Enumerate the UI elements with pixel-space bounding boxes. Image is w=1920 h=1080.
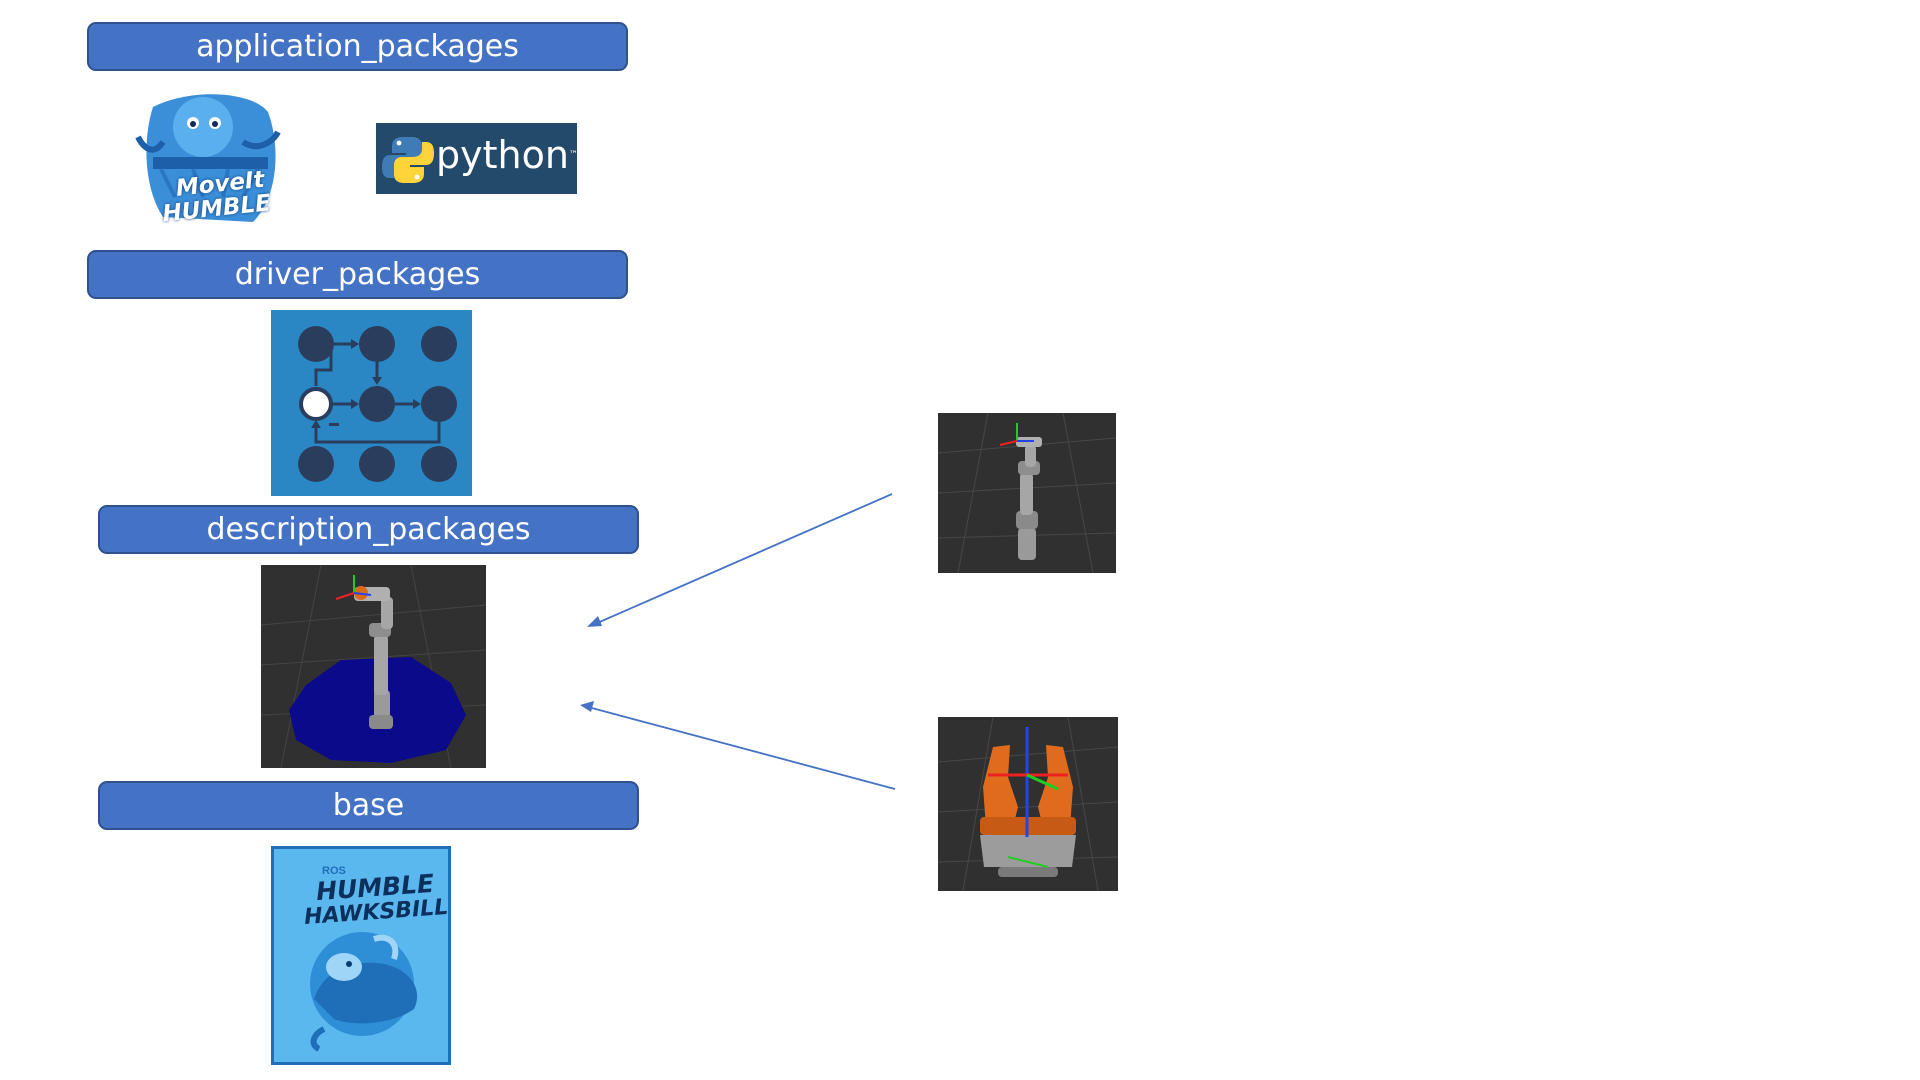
- layer-base: base: [98, 781, 639, 830]
- layer-label: driver_packages: [234, 257, 481, 292]
- layer-driver-packages: driver_packages: [87, 250, 628, 299]
- robot-on-base-render: [261, 565, 486, 768]
- gripper-render: [938, 717, 1118, 891]
- arrowhead-gripper: [580, 701, 594, 712]
- control-block-diagram-icon: [271, 310, 472, 496]
- layer-label: description_packages: [206, 512, 531, 547]
- arrow-arm-to-description: [594, 493, 893, 625]
- arrowhead-arm: [587, 616, 602, 627]
- layer-label: base: [332, 788, 405, 823]
- ros-small-text: ROS: [322, 865, 346, 877]
- layer-label: application_packages: [196, 29, 519, 64]
- robot-arm-render: [938, 413, 1116, 573]
- ros-humble-hawksbill-logo: ROS HUMBLE HAWKSBILL: [271, 846, 451, 1065]
- layer-description-packages: description_packages: [98, 505, 639, 554]
- moveit-humble-logo: MoveIt HUMBLE: [133, 87, 285, 227]
- python-logo: python™: [376, 123, 577, 194]
- moveit-text: MoveIt HUMBLE: [161, 166, 273, 227]
- layer-application-packages: application_packages: [87, 22, 628, 71]
- arrow-gripper-to-description: [587, 706, 896, 790]
- python-wordmark: python™: [436, 133, 577, 177]
